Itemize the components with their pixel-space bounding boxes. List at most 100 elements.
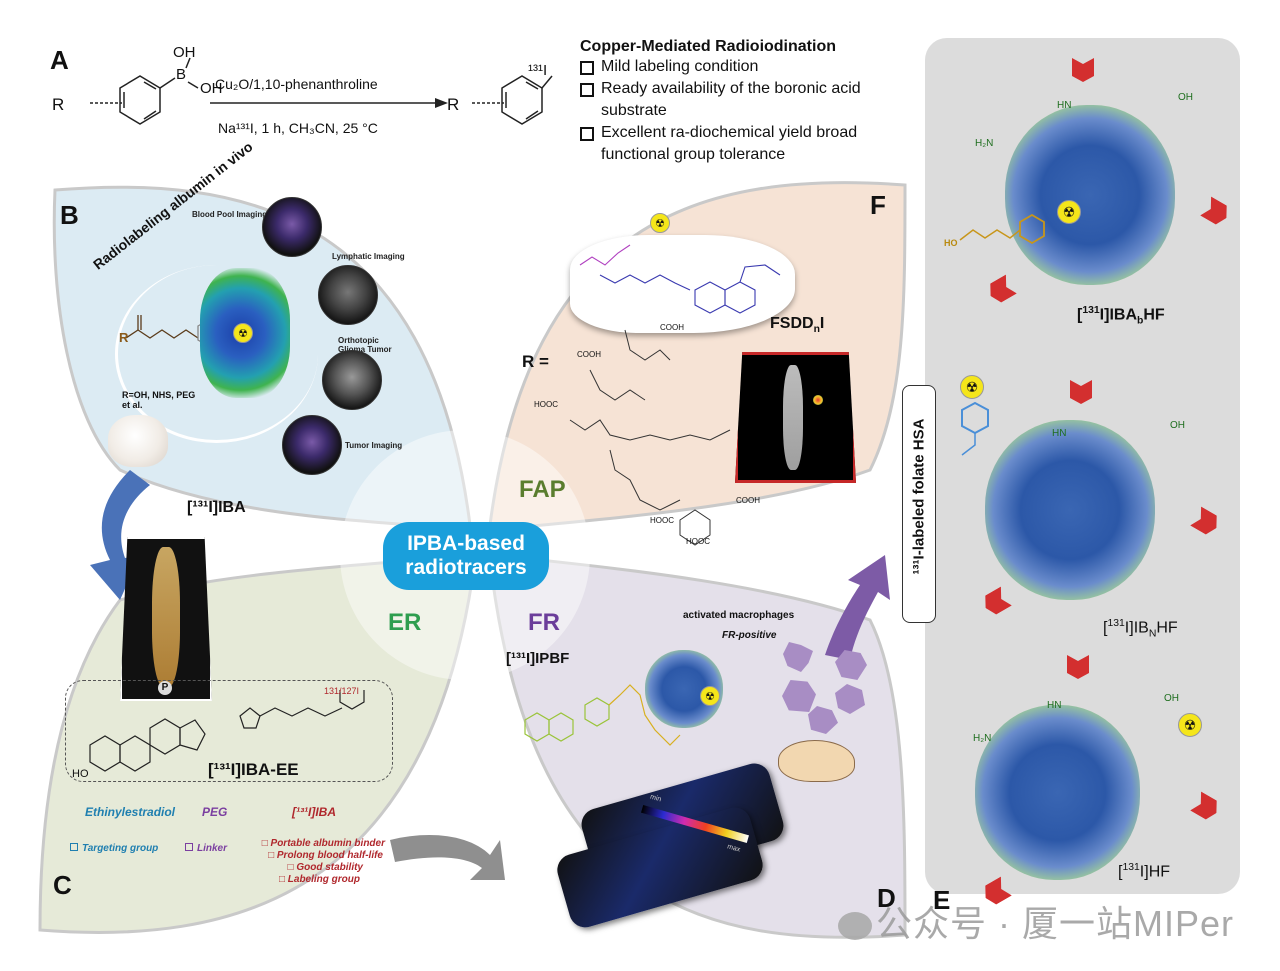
arrow-d-to-f	[825, 555, 890, 660]
scan-marker: P	[158, 681, 172, 695]
tumor-image	[282, 415, 342, 475]
role-item: □ Good stability	[287, 862, 364, 873]
feature-item: Ready availability of the boronic acid s…	[580, 78, 920, 122]
region-er: ER	[388, 609, 422, 636]
compound-fsdd: FSDDnI	[770, 315, 825, 336]
r-equals: R =	[522, 352, 549, 371]
amine-group: H₂N	[975, 138, 994, 149]
compound-iba: [¹³¹I]IBA	[187, 499, 246, 516]
folate-hsa-label-box: ¹³¹I-labeled folate HSA	[902, 385, 936, 623]
role-item: □ Labeling group	[278, 874, 360, 885]
construct-label: [131I]IBNHF	[1103, 618, 1178, 640]
checkbox-icon	[580, 83, 594, 97]
ib-linker	[961, 401, 989, 456]
iodine-label: 131/127I	[324, 686, 360, 696]
construct-label: [131I]HF	[1118, 862, 1171, 881]
group-label: COOH	[660, 323, 684, 332]
reaction-arrow	[210, 98, 448, 108]
oh-group-2: OH	[200, 80, 223, 97]
role-item: □ Prolong blood half-life	[268, 850, 383, 861]
region-fr: FR	[528, 609, 560, 636]
component-name: Ethinylestradiol	[85, 805, 176, 819]
inner-arc	[115, 265, 318, 443]
panel-letter-f: F	[870, 190, 886, 220]
hsa-protein	[1005, 105, 1175, 285]
reagents-top: Cu₂O/1,10-phenanthroline	[215, 76, 378, 92]
panel-letter-b: B	[60, 200, 79, 230]
checkbox-icon	[185, 843, 193, 851]
ipbf-structure	[524, 684, 681, 746]
wechat-icon	[838, 912, 872, 941]
region-fap: FAP	[519, 476, 566, 503]
fsdd-ct-image	[735, 352, 856, 483]
radioactive-icon: ☢	[1057, 200, 1081, 224]
radioactive-icon: ☢	[960, 375, 984, 399]
feature-item: Mild labeling condition	[580, 56, 920, 78]
center-line-1: IPBA-based	[407, 532, 525, 555]
iba-linker	[959, 213, 1045, 245]
center-line-2: radiotracers	[405, 556, 527, 579]
fsdd-structure-box: ☢	[570, 213, 795, 333]
reactant-benzene	[90, 57, 199, 125]
component-name: [¹³¹I]IBA	[292, 805, 336, 819]
product-benzene	[472, 75, 553, 125]
panel-letter-a: A	[50, 45, 69, 75]
group-label: COOH	[577, 350, 601, 359]
r-definition: R=OH, NHS, PEG et al.	[122, 390, 196, 410]
product-r: R	[447, 95, 460, 114]
hn-group: HN	[1052, 428, 1067, 439]
compound-ipbf: [¹³¹I]IPBF	[506, 650, 570, 667]
panel-letter-d: D	[877, 883, 896, 913]
amine-group: H₂N	[973, 733, 992, 744]
radioactive-icon: ☢	[233, 323, 253, 343]
lymphatic-image	[318, 265, 378, 325]
folate-flag-icon	[1067, 655, 1089, 679]
oh-group: OH	[1164, 693, 1179, 704]
center-pill: IPBA-based radiotracers	[383, 522, 549, 590]
panel-letter-e: E	[933, 885, 951, 915]
acid-group: HO	[944, 238, 958, 248]
radioactive-icon: ☢	[1178, 713, 1202, 737]
imaging-label: Lymphatic Imaging	[332, 252, 405, 261]
r-label: R	[119, 330, 129, 345]
features-title: Copper-Mediated Radioiodination	[580, 38, 836, 55]
reactant-r: R	[52, 95, 65, 114]
reagents-bottom: Na¹³¹I, 1 h, CH₃CN, 25 °C	[218, 120, 378, 136]
arrow-b-to-c	[90, 470, 150, 600]
checkbox-icon	[70, 843, 78, 851]
ho-group: HO	[72, 768, 89, 780]
role-list: □ Portable albumin binder □ Prolong bloo…	[250, 838, 385, 886]
fsdd-structure	[579, 244, 781, 314]
arrow-c-to-d	[390, 835, 505, 880]
oh-group: OH	[1170, 420, 1185, 431]
oh-group: OH	[1178, 92, 1193, 103]
folate-flag-icon	[1070, 380, 1092, 404]
iba-ee-structure	[89, 690, 365, 772]
skeleton-shape	[152, 547, 180, 687]
imaging-label: Tumor Imaging	[345, 441, 403, 450]
watermark: 公众号 · 厦一站MIPer	[838, 895, 1234, 947]
glioma-image	[322, 350, 382, 410]
r-group-structure	[569, 329, 731, 546]
radioactive-icon: ☢	[700, 686, 720, 706]
copper-features: Copper-Mediated Radioiodination Mild lab…	[580, 38, 920, 166]
reaction-scheme	[90, 57, 553, 125]
hn-group: HN	[1047, 700, 1062, 711]
hsa-protein	[985, 420, 1155, 600]
folate-flag-icon	[1072, 58, 1094, 82]
radioactive-icon: ☢	[650, 213, 670, 233]
checkbox-icon	[580, 127, 594, 141]
feature-item: Excellent ra-diochemical yield broad fun…	[580, 122, 920, 166]
checkbox-icon	[580, 61, 594, 75]
imaging-label: Blood Pool Imaging	[192, 210, 268, 219]
boron-atom: B	[176, 66, 187, 83]
group-label: HOOC	[686, 537, 710, 546]
cells-sublabel: FR-positive	[722, 630, 777, 641]
petal-background	[38, 181, 907, 939]
mouse-image	[108, 415, 168, 467]
ct-scan-image: P	[120, 537, 212, 701]
component-name: PEG	[202, 805, 228, 819]
mouse-illustration	[778, 740, 855, 782]
group-label: COOH	[736, 496, 760, 505]
role-item: □ Portable albumin binder	[261, 838, 385, 849]
